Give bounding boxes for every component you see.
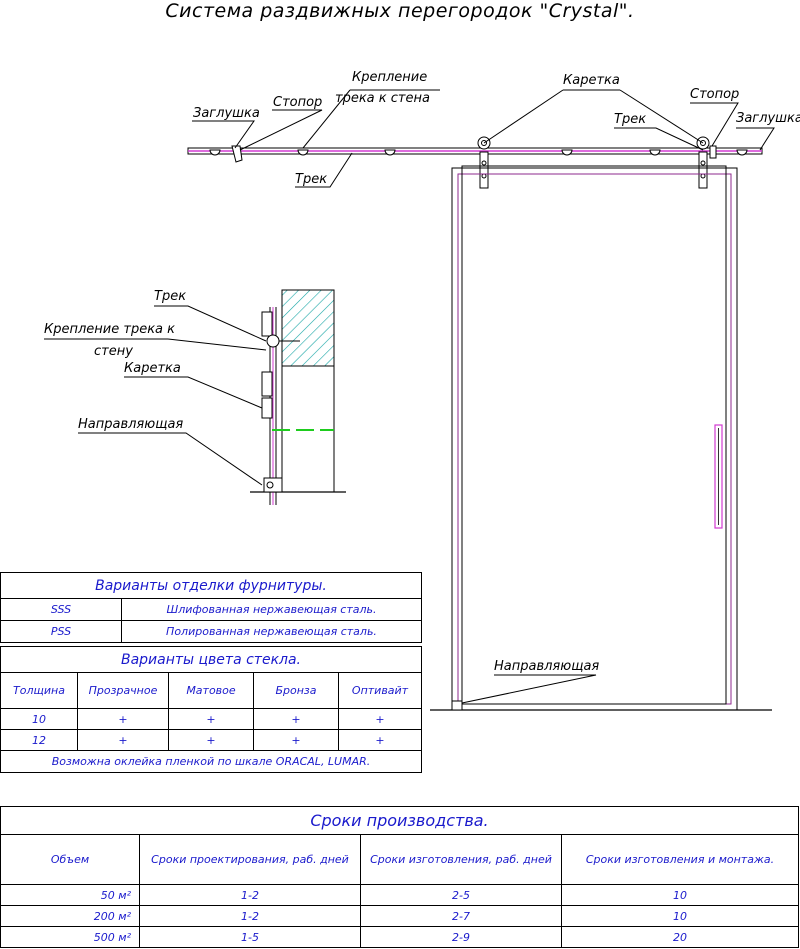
col-header: Объем: [0, 834, 140, 885]
finish-table-title: Варианты отделки фурнитуры.: [0, 572, 422, 599]
table-row: PSS Полированная нержавеющая сталь.: [0, 620, 422, 643]
label-side-track: Трек: [154, 289, 187, 304]
label-mount-line2: трека к стена: [335, 91, 430, 106]
page-title: Система раздвижных перегородок "Crystal"…: [165, 0, 635, 22]
label-track-bottom: Трек: [295, 172, 328, 187]
cell: 10: [561, 884, 799, 906]
cell: 50 м²: [0, 884, 140, 906]
cell: 12: [0, 729, 78, 751]
label-mount-line1: Крепление: [352, 70, 428, 85]
production-terms-table: Сроки производства. Объем Сроки проектир…: [0, 806, 799, 948]
label-carriage-top: Каретка: [563, 73, 620, 88]
cell: +: [168, 708, 254, 730]
label-side-carriage: Каретка: [124, 361, 181, 376]
cell: 10: [0, 708, 78, 730]
table-header-row: Объем Сроки проектирования, раб. дней Ср…: [0, 834, 799, 885]
glass-table-title: Варианты цвета стекла.: [0, 646, 422, 673]
cell: 1-2: [139, 905, 361, 927]
door-guide-leader: [461, 674, 597, 704]
col-header: Оптивайт: [338, 672, 422, 709]
col-header: Бронза: [253, 672, 339, 709]
table-row: 500 м² 1-5 2-9 20: [0, 926, 799, 948]
glass-door: [430, 165, 772, 711]
top-leader-lines: [192, 89, 775, 188]
cell: 2-5: [360, 884, 562, 906]
cell: +: [168, 729, 254, 751]
top-track: [187, 136, 763, 189]
label-end-cap-left: Заглушка: [193, 106, 260, 121]
glass-table-note: Возможна оклейка пленкой по шкале ORACAL…: [0, 750, 422, 773]
label-track-right: Трек: [614, 112, 647, 127]
production-table-title: Сроки производства.: [0, 806, 799, 835]
finish-desc: Шлифованная нержавеющая сталь.: [121, 598, 422, 621]
cell: 1-2: [139, 884, 361, 906]
col-header: Сроки изготовления, раб. дней: [360, 834, 562, 885]
side-leader-lines: [44, 305, 267, 486]
table-row: 200 м² 1-2 2-7 10: [0, 905, 799, 927]
cell: +: [77, 708, 169, 730]
finish-code: SSS: [0, 598, 122, 621]
label-stopper-left: Стопор: [273, 95, 323, 110]
label-side-mount-line2: стену: [94, 344, 133, 359]
cell: +: [338, 708, 422, 730]
cell: 10: [561, 905, 799, 927]
label-door-guide: Направляющая: [494, 659, 600, 674]
finish-options-table: Варианты отделки фурнитуры. SSS Шлифован…: [0, 572, 422, 643]
label-end-cap-right: Заглушка: [736, 111, 800, 126]
table-row: 50 м² 1-2 2-5 10: [0, 884, 799, 906]
glass-color-table: Варианты цвета стекла. Толщина Прозрачно…: [0, 646, 422, 773]
label-side-mount-line1: Крепление трека к: [44, 322, 175, 337]
cell: +: [77, 729, 169, 751]
col-header: Сроки изготовления и монтажа.: [561, 834, 799, 885]
cell: +: [338, 729, 422, 751]
side-section: [250, 289, 346, 505]
table-row: 10 + + + +: [0, 708, 422, 730]
cell: 2-7: [360, 905, 562, 927]
cell: 200 м²: [0, 905, 140, 927]
table-row: 12 + + + +: [0, 729, 422, 751]
table-row: SSS Шлифованная нержавеющая сталь.: [0, 598, 422, 621]
col-header: Прозрачное: [77, 672, 169, 709]
label-stopper-right: Стопор: [690, 87, 740, 102]
col-header: Сроки проектирования, раб. дней: [139, 834, 361, 885]
col-header: Матовое: [168, 672, 254, 709]
cell: 1-5: [139, 926, 361, 948]
table-header-row: Толщина Прозрачное Матовое Бронза Оптива…: [0, 672, 422, 709]
cell: 20: [561, 926, 799, 948]
cell: +: [253, 708, 339, 730]
label-side-guide: Направляющая: [78, 417, 184, 432]
cell: +: [253, 729, 339, 751]
col-header: Толщина: [0, 672, 78, 709]
cell: 2-9: [360, 926, 562, 948]
finish-desc: Полированная нержавеющая сталь.: [121, 620, 422, 643]
cell: 500 м²: [0, 926, 140, 948]
finish-code: PSS: [0, 620, 122, 643]
